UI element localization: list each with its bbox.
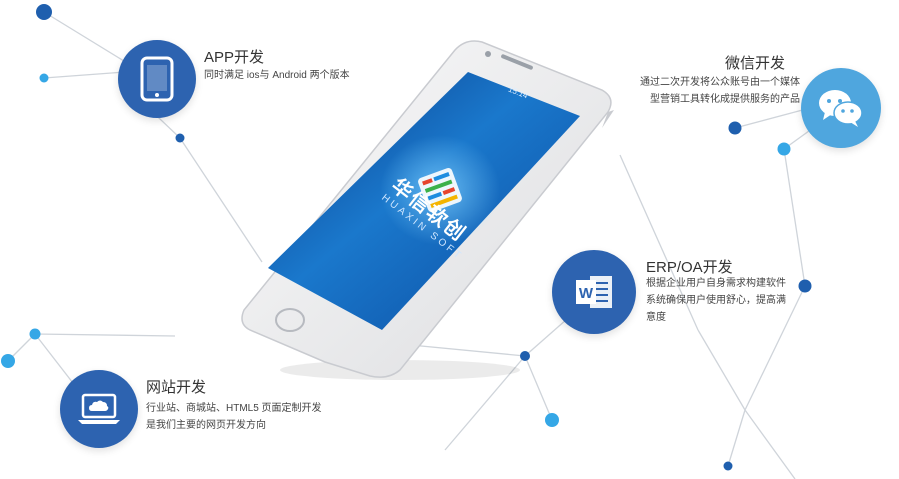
- brand-logo-icon: [418, 168, 462, 212]
- app-description: 同时满足 ios与 Android 两个版本: [204, 70, 350, 81]
- cloud-laptop-icon: [78, 393, 120, 424]
- service-web[interactable]: 网站开发 行业站、商城站、HTML5 页面定制开发是我们主要的网页开发方向: [60, 370, 340, 455]
- erp-description: 根据企业用户自身需求构建软件系统确保用户使用舒心，提高满意度: [646, 278, 786, 323]
- wechat-description: 通过二次开发将公众账号由一个媒体型营销工具转化成提供服务的产品: [640, 77, 800, 105]
- web-badge: [60, 370, 138, 448]
- wechat-icon: [819, 90, 863, 127]
- smartphone-icon: [140, 56, 174, 102]
- wechat-title: 微信开发: [725, 55, 786, 72]
- phone-mockup: [241, 40, 614, 380]
- service-app[interactable]: APP开发 同时满足 ios与 Android 两个版本: [118, 40, 378, 125]
- erp-badge: W: [552, 250, 636, 334]
- web-description: 行业站、商城站、HTML5 页面定制开发是我们主要的网页开发方向: [146, 403, 322, 431]
- svg-text:W: W: [579, 285, 594, 302]
- service-wechat[interactable]: 微信开发 通过二次开发将公众账号由一个媒体型营销工具转化成提供服务的产品: [633, 50, 885, 150]
- app-title: APP开发: [204, 49, 265, 66]
- web-title: 网站开发: [146, 379, 207, 396]
- service-erp[interactable]: W ERP/OA开发 根据企业用户自身需求构建软件系统确保用户使用舒心，提高满意…: [552, 250, 792, 340]
- wechat-badge: [801, 68, 881, 148]
- erp-title: ERP/OA开发: [646, 259, 733, 276]
- app-badge: [118, 40, 196, 118]
- word-document-icon: W: [576, 276, 612, 308]
